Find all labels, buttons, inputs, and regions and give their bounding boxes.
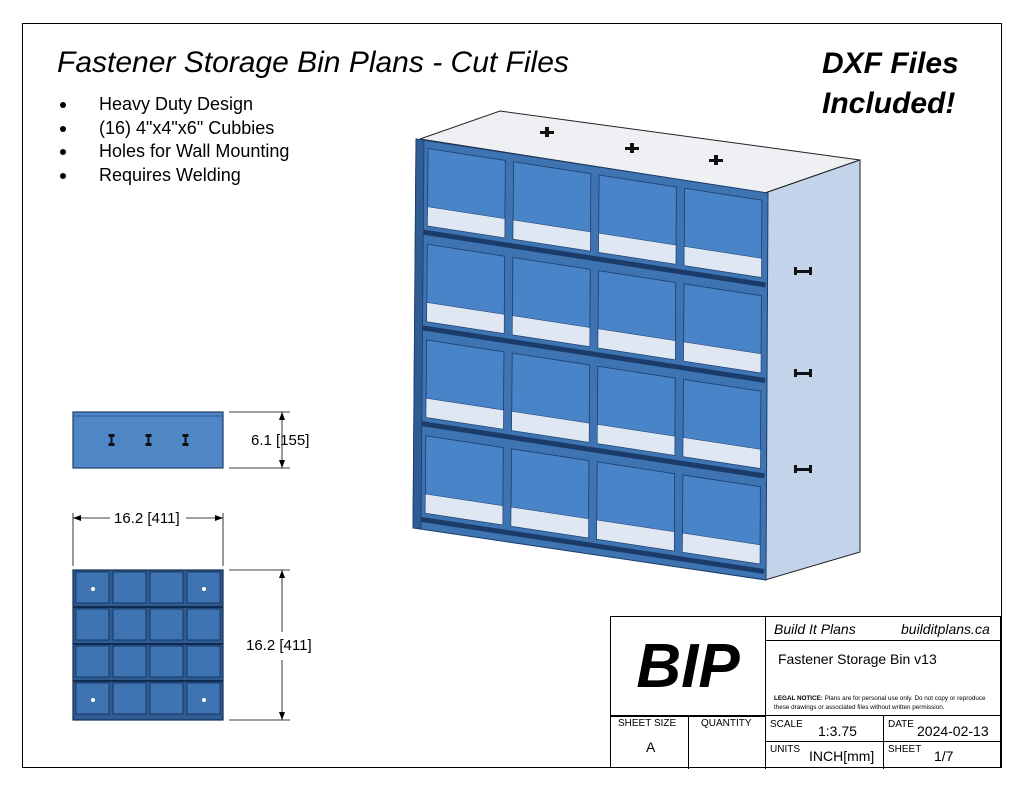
- width-dimension: 16.2 [411]: [114, 510, 180, 527]
- divider: [765, 617, 766, 769]
- units-label: UNITS: [770, 744, 800, 755]
- cubby-front: [149, 608, 184, 641]
- cubby-front: [75, 645, 110, 678]
- cubby-front: [149, 571, 184, 604]
- sheet-number: 1/7: [934, 748, 954, 764]
- scale-label: SCALE: [770, 719, 803, 730]
- cubby-front: [75, 608, 110, 641]
- dxf-banner-line-2: Included!: [822, 87, 956, 120]
- cubby-floor: [596, 519, 675, 552]
- cubby-floor: [682, 532, 761, 565]
- cubby-floor: [512, 315, 591, 347]
- cubby-front: [186, 608, 221, 641]
- cubby-floor: [598, 232, 677, 265]
- sheet-label: SHEET: [888, 744, 922, 755]
- cubby-front: [112, 571, 147, 604]
- cubby-front: [186, 645, 221, 678]
- cubby-floor: [511, 411, 590, 443]
- top-view: [72, 411, 290, 469]
- cubby-front: [149, 682, 184, 715]
- website: builditplans.ca: [901, 621, 990, 637]
- cubby-floor: [597, 328, 676, 361]
- bip-logo: BIP: [611, 617, 766, 717]
- cubby-floor: [426, 302, 505, 334]
- feature-item: Holes for Wall Mounting: [60, 140, 289, 164]
- cubby-floor: [425, 397, 504, 430]
- cubby-floor: [424, 493, 504, 526]
- legal-notice: LEGAL NOTICE: Plans are for personal use…: [774, 694, 999, 712]
- front-view: [72, 513, 290, 721]
- divider: [883, 716, 884, 769]
- cubby-floor: [510, 506, 589, 539]
- cubby-front: [112, 645, 147, 678]
- units-value: INCH[mm]: [809, 748, 875, 764]
- shelf-edge: [422, 325, 766, 383]
- dxf-banner: DXF Files Included!: [822, 44, 959, 124]
- cubby-floor: [597, 424, 676, 456]
- project-name: Fastener Storage Bin v13: [778, 651, 937, 667]
- legal-text: Plans are for personal use only. Do not …: [774, 695, 986, 711]
- title-block: BIP Build It Plans builditplans.ca Faste…: [610, 616, 1002, 769]
- cubby-floor: [512, 219, 591, 252]
- height-dimension: 16.2 [411]: [246, 637, 312, 654]
- page-title: Fastener Storage Bin Plans - Cut Files: [57, 46, 569, 79]
- sheet-size-value: A: [646, 739, 656, 755]
- drawing-border: [22, 23, 1002, 768]
- shelf-edge: [422, 229, 766, 288]
- divider: [688, 716, 689, 769]
- shelf-edge: [421, 421, 765, 479]
- divider: [765, 640, 1002, 641]
- cubby-front: [112, 682, 147, 715]
- date-value: 2024-02-13: [917, 723, 989, 739]
- cubby-floor: [427, 206, 506, 239]
- feature-item: Requires Welding: [60, 164, 289, 188]
- feature-list: Heavy Duty Design (16) 4"x4"x6" Cubbies …: [60, 93, 289, 187]
- sheet-size-label: SHEET SIZE: [618, 718, 677, 729]
- quantity-label: QUANTITY: [701, 718, 752, 729]
- dxf-banner-line-1: DXF Files: [822, 47, 959, 80]
- company-name: Build It Plans: [774, 621, 856, 637]
- isometric-view: [412, 110, 861, 581]
- cubby-floor: [683, 341, 762, 374]
- cubby-floor: [683, 246, 762, 278]
- feature-item: (16) 4"x4"x6" Cubbies: [60, 117, 289, 141]
- feature-item: Heavy Duty Design: [60, 93, 289, 117]
- divider: [611, 715, 1002, 716]
- divider: [765, 741, 1002, 742]
- cubby-front: [112, 608, 147, 641]
- scale-value: 1:3.75: [818, 723, 857, 739]
- cubby-floor: [682, 437, 761, 469]
- legal-label: LEGAL NOTICE:: [774, 695, 823, 702]
- depth-dimension: 6.1 [155]: [251, 432, 310, 449]
- date-label: DATE: [888, 719, 914, 730]
- cubby-front: [149, 645, 184, 678]
- shelf-edge: [420, 516, 765, 574]
